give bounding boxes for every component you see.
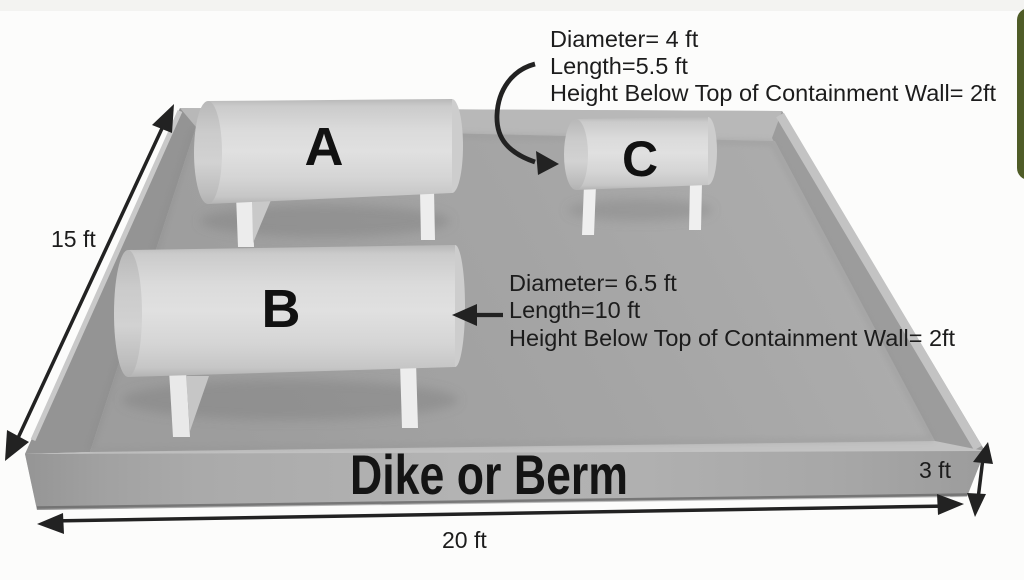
svg-text:Height Below Top of Containmen: Height Below Top of Containment Wall= 2f… — [509, 325, 956, 351]
svg-text:3 ft: 3 ft — [919, 457, 952, 483]
svg-text:Diameter= 4 ft: Diameter= 4 ft — [550, 26, 699, 52]
svg-text:Height Below Top of Containmen: Height Below Top of Containment Wall= 2f… — [550, 80, 997, 106]
svg-text:Dike or Berm: Dike or Berm — [350, 443, 628, 506]
svg-text:Length=5.5 ft: Length=5.5 ft — [550, 53, 688, 79]
svg-text:B: B — [262, 279, 301, 339]
svg-text:Length=10 ft: Length=10 ft — [509, 297, 641, 323]
svg-text:15 ft: 15 ft — [51, 226, 96, 252]
svg-text:A: A — [305, 117, 344, 177]
svg-text:Diameter= 6.5 ft: Diameter= 6.5 ft — [509, 270, 677, 296]
svg-text:C: C — [622, 131, 658, 187]
svg-text:20 ft: 20 ft — [442, 527, 487, 553]
